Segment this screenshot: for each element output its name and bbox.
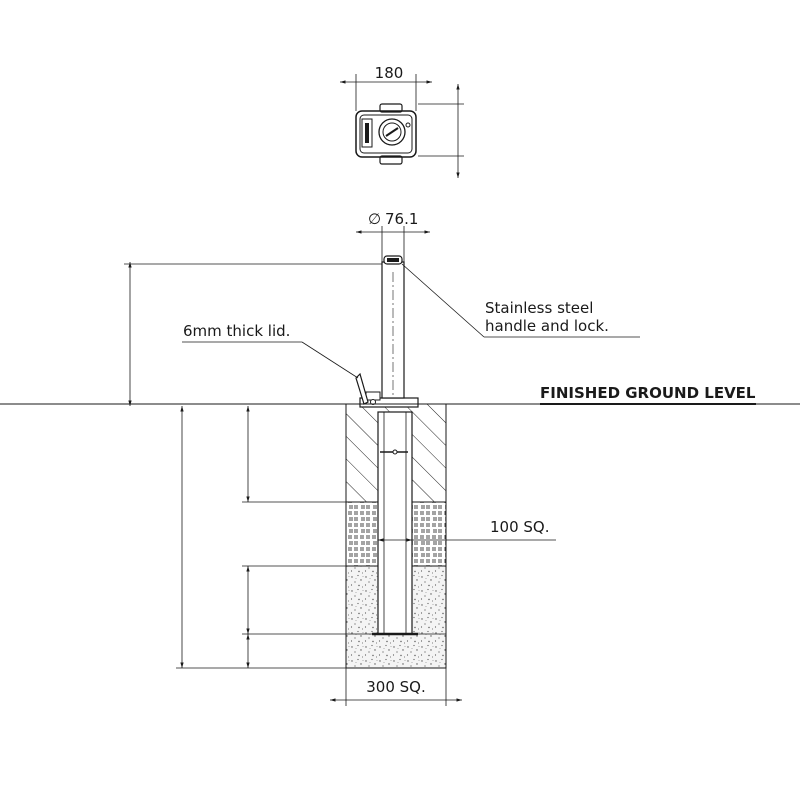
top-view-lock-ring <box>378 118 406 146</box>
ground-level-label: FINISHED GROUND LEVEL <box>540 384 756 402</box>
diameter-symbol: ∅ <box>368 210 381 228</box>
top-handle-grip <box>387 258 399 262</box>
dim-180-label: 180 <box>375 64 404 82</box>
sleeve-pin-head <box>392 449 398 455</box>
diameter-dimension: ∅ 76.1 <box>356 210 430 262</box>
top-view-latch-bar <box>365 123 369 143</box>
ground-sleeve <box>377 411 413 635</box>
top-view-handle-bottom <box>379 155 403 165</box>
top-view-screw <box>405 122 411 128</box>
handle-label-line1: Stainless steel <box>485 299 593 317</box>
lid-hinge-block <box>365 391 381 401</box>
open-lid <box>355 372 369 405</box>
footing-size-label: 300 SQ. <box>366 678 426 696</box>
top-view-housing-inner <box>359 114 413 154</box>
top-view-latch <box>361 118 373 148</box>
top-view-housing <box>355 110 417 158</box>
lock-icon <box>382 122 402 142</box>
top-view-lock-slot <box>385 127 399 137</box>
diameter-label: 76.1 <box>385 210 418 228</box>
top-view-handle-top <box>379 103 403 113</box>
sleeve-size-label: 100 SQ. <box>490 518 550 536</box>
handle-label-line2: handle and lock. <box>485 317 609 335</box>
lid-leader <box>301 341 359 379</box>
lid-label: 6mm thick lid. <box>183 322 290 340</box>
handle-leader <box>401 263 485 338</box>
top-view: 180 <box>340 64 464 178</box>
